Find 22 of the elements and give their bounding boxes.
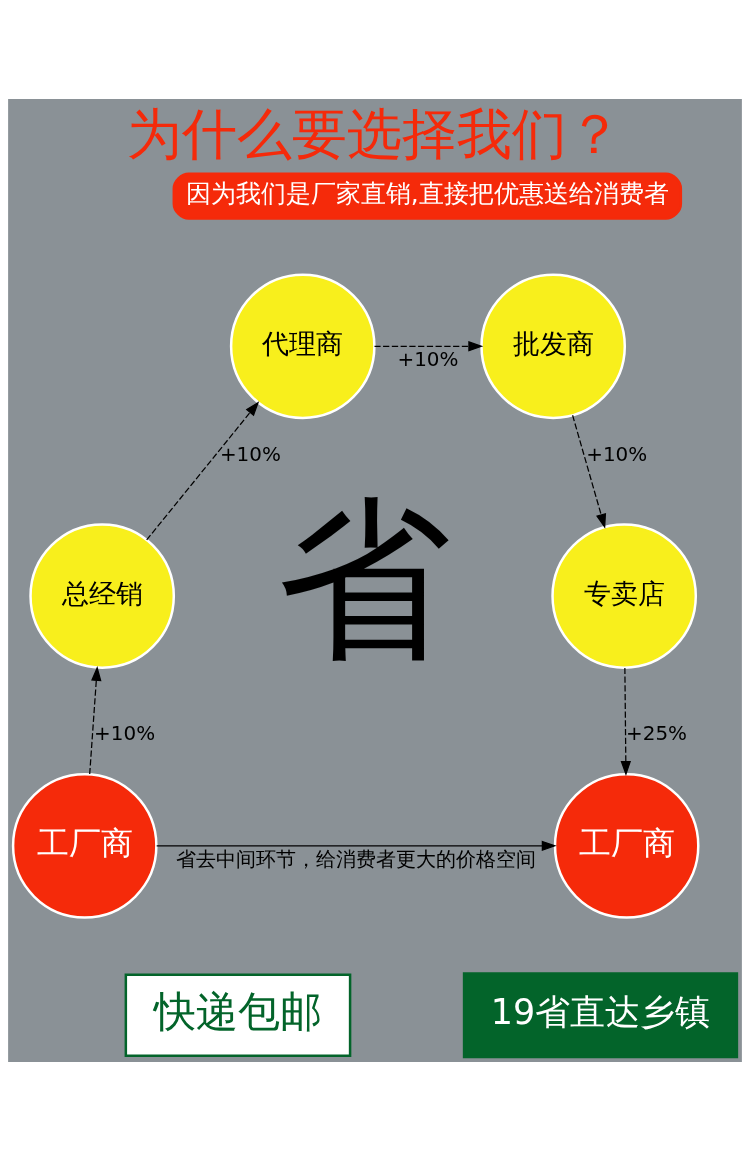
arrow (89, 665, 102, 775)
node-circle: 工厂商 (553, 772, 700, 919)
diagram-title: 为什么要选择我们？ (127, 101, 623, 166)
node-circle: 工厂商 (11, 772, 158, 919)
node-circle: 总经销 (29, 522, 176, 669)
edge-label: +10% (94, 721, 156, 745)
arrow (572, 414, 607, 529)
arrow (146, 400, 260, 541)
node-box: 19省直达乡镇 (462, 971, 739, 1058)
node-circle: 专卖店 (551, 522, 698, 669)
edge-label: +25% (626, 721, 688, 745)
label: 省 (276, 477, 451, 681)
edge-label: +10% (397, 347, 459, 371)
node-box: 因为我们是厂家直销,直接把优惠送给消费者 (172, 172, 683, 220)
node-circle: 批发商 (480, 272, 627, 419)
edge-label: 省去中间环节，给消费者更大的价格空间 (175, 847, 536, 871)
arrow (620, 666, 632, 776)
arrow (156, 840, 557, 851)
arrow (373, 340, 484, 352)
edge-label: +10% (586, 442, 648, 466)
node-box: 快递包邮 (124, 973, 352, 1057)
edge-label: +10% (219, 442, 281, 466)
